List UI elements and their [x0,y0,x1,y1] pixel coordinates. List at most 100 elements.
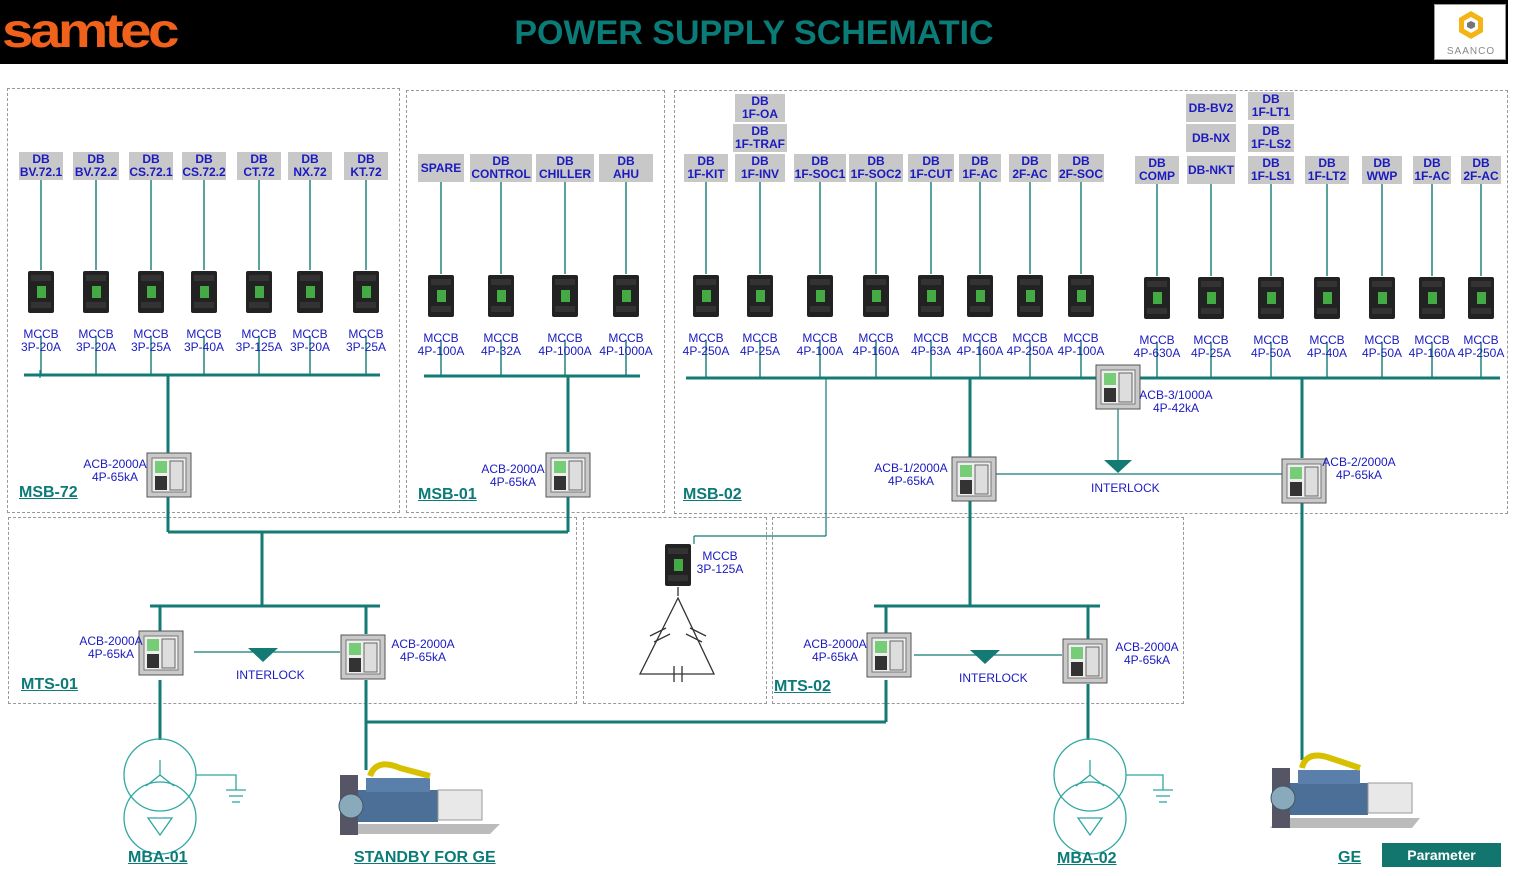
parameter-button[interactable]: Parameter [1382,843,1501,867]
mccb-breaker-icon[interactable] [352,270,380,314]
interlock-label-msb02: INTERLOCK [1091,481,1160,495]
acb-breaker-icon[interactable] [146,452,192,498]
standby-generator-icon [338,761,500,835]
mccb-breaker-icon[interactable] [1067,274,1095,318]
mccb-breaker-icon[interactable] [1313,276,1341,320]
label-mba01[interactable]: MBA-01 [128,849,188,866]
mccb-breaker-icon[interactable] [1016,274,1044,318]
ge-generator-icon [1270,752,1420,828]
mccb-breaker-icon[interactable] [612,274,640,318]
db-label-stacked[interactable]: DB-NX [1186,124,1236,152]
mccb-breaker-icon[interactable] [487,274,515,318]
label-standby-ge[interactable]: STANDBY FOR GE [354,849,496,866]
section-label-msb02[interactable]: MSB-02 [683,486,742,503]
section-label-mts01[interactable]: MTS-01 [21,676,78,693]
mccb-breaker-icon[interactable] [1257,276,1285,320]
acb-breaker-icon[interactable] [138,630,184,676]
mccb-breaker-icon[interactable] [137,270,165,314]
mccb-breaker-icon[interactable] [1143,276,1171,320]
acb-breaker-icon[interactable] [1281,458,1327,504]
mccb-breaker-icon[interactable] [746,274,774,318]
label-ge[interactable]: GE [1338,849,1362,866]
mccb-breaker-icon[interactable] [551,274,579,318]
mccb-breaker-icon[interactable] [862,274,890,318]
mccb-breaker-icon[interactable] [296,270,324,314]
panel-mts02 [772,517,1184,704]
mccb-breaker-icon[interactable] [966,274,994,318]
interlock-label-mts01: INTERLOCK [236,668,305,682]
mccb-breaker-icon[interactable] [692,274,720,318]
mccb-breaker-icon[interactable] [917,274,945,318]
acb-breaker-icon[interactable] [340,634,386,680]
panel-msb72 [7,88,400,513]
mccb-breaker-icon[interactable] [1467,276,1495,320]
panel-mts01 [8,517,577,704]
mccb-breaker-icon[interactable] [1368,276,1396,320]
section-label-mts02[interactable]: MTS-02 [774,678,831,695]
db-label[interactable]: DB-NKT [1187,156,1235,184]
acb-breaker-icon[interactable] [866,632,912,678]
db-label-stacked[interactable]: DB-BV2 [1186,94,1236,122]
mccb-breaker-icon[interactable] [82,270,110,314]
mccb-breaker-icon[interactable] [427,274,455,318]
acb-breaker-icon[interactable] [1062,638,1108,684]
acb-breaker-icon[interactable] [545,452,591,498]
mccb-breaker-icon[interactable] [806,274,834,318]
acb-breaker-icon[interactable] [951,456,997,502]
mccb-breaker-icon[interactable] [1418,276,1446,320]
section-label-msb01[interactable]: MSB-01 [418,486,477,503]
mccb-breaker-icon[interactable] [27,270,55,314]
mccb-breaker-icon[interactable] [190,270,218,314]
mccb-breaker-icon[interactable] [245,270,273,314]
acb-breaker-icon[interactable] [1095,364,1141,410]
label-mba02[interactable]: MBA-02 [1057,850,1117,867]
db-label[interactable]: SPARE [418,154,464,182]
mccb-breaker-icon[interactable] [664,543,692,587]
section-label-msb72[interactable]: MSB-72 [19,484,78,501]
mccb-breaker-icon[interactable] [1197,276,1225,320]
